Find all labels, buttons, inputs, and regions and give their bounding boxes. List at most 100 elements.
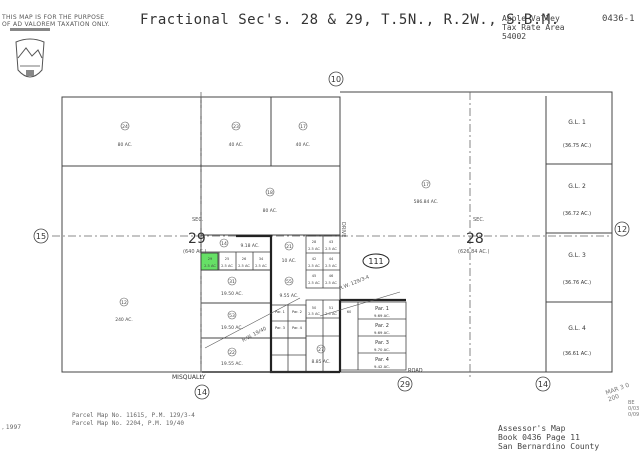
adjacent-section-bottom-mid: 29 <box>400 380 410 389</box>
parcel-18-acres: 80 AC. <box>263 208 278 214</box>
footer-line-3: San Bernardino County <box>498 442 600 451</box>
parcel-23-id: 23 <box>233 124 239 130</box>
notice-line-1: THIS MAP IS FOR THE PURPOSE <box>2 14 105 21</box>
parcel-24-acres: 80 AC. <box>118 142 133 148</box>
small-parcel-id: 46 <box>329 274 334 278</box>
small-parcel-acres: 2.5 AC <box>308 312 320 316</box>
par-2-acres: 9.69 AC. <box>374 330 390 335</box>
parcel-14-acres: 9.18 AC. <box>240 243 259 249</box>
small-parcel-acres: 2.5 AC <box>325 247 337 251</box>
small-par-3-label: Par. 3 <box>275 326 285 330</box>
assessor-footer: Assessor's Map Book 0436 Page 11 San Ber… <box>498 424 599 451</box>
section-29-number: 29 <box>188 231 206 247</box>
small-parcel-id: 26 <box>242 257 247 261</box>
parcel-17a-id: 17 <box>300 124 306 130</box>
edge-mark-1: BE <box>628 400 635 406</box>
edge-mark-3: 0/09 <box>628 412 640 418</box>
small-parcel-id: 34 <box>259 257 264 261</box>
adjacent-section-bottom-left: 14 <box>197 388 207 397</box>
parcel-53-acres: 19.50 AC. <box>221 325 243 331</box>
parcel-24-id: 24 <box>122 124 128 130</box>
parcel-12-acres: 240 AC. <box>115 317 133 323</box>
small-parcel-id: 43 <box>329 240 334 244</box>
parcel-id-circles <box>119 121 431 357</box>
row-line-2 <box>319 291 401 317</box>
bottom-road-name: MISQUALLY <box>172 374 206 381</box>
drive-label: DRIVE <box>340 222 346 237</box>
small-parcel-acres: 2.5 AC <box>255 264 267 268</box>
edge-marks: BE 0/03 0/09 <box>628 400 639 418</box>
parcel-17-acres: 586.84 AC. <box>414 199 439 205</box>
section-28-acres: (626.84 AC.) <box>458 249 489 255</box>
adjacent-section-bottom-right: 14 <box>538 380 548 389</box>
gov-lot-3-acres: (36.76 AC.) <box>563 280 591 286</box>
small-parcel-id: 50 <box>312 306 317 310</box>
bottom-road-suffix: ROAD <box>408 368 423 374</box>
notice-text: THIS MAP IS FOR THE PURPOSE OF AD VALORE… <box>2 14 110 28</box>
highlighted-parcel[interactable] <box>200 252 219 271</box>
parcel-22-id: 22 <box>229 350 235 356</box>
area-line-1: Apple Valley <box>502 14 560 23</box>
highway-shield-icon <box>362 253 390 269</box>
edge-mark-2: 0/03 <box>628 406 640 412</box>
small-parcel-id: 45 <box>312 274 317 278</box>
small-parcel-acres: 2.5 AC <box>308 264 320 268</box>
parcel-31-acres: 19.50 AC. <box>221 291 243 297</box>
notice-line-2: OF AD VALOREM TAXATION ONLY. <box>2 21 110 28</box>
gov-lot-2-label: G.L. 2 <box>568 183 586 190</box>
section-boundaries <box>61 91 613 373</box>
parcel-53-id: 53 <box>229 313 235 319</box>
section-29-acres: (640 AC.) <box>183 249 206 255</box>
gov-lot-3-label: G.L. 3 <box>568 252 586 259</box>
adjacent-section-top: 10 <box>331 75 341 84</box>
parcel-27-id: 27 <box>318 347 324 353</box>
revision-year: , 1997 <box>2 424 22 431</box>
county-seal-icon <box>10 28 50 78</box>
adjacent-section-left: 15 <box>36 232 46 241</box>
adjacent-section-markers <box>33 71 630 400</box>
parcel-14-id: 14 <box>221 241 227 247</box>
small-par-1-label: Par. 1 <box>275 310 285 314</box>
gov-lot-2-acres: (36.72 AC.) <box>563 211 591 217</box>
small-parcel-acres: 2.5 AC <box>325 264 337 268</box>
highlighted-parcel-id: 29 <box>208 257 213 261</box>
parcel-21-id: 21 <box>286 244 292 250</box>
small-parcel-acres: 2.5 AC <box>238 264 250 268</box>
parcel-map-references: Parcel Map No. 11615, P.M. 129/3-4 Parce… <box>72 412 195 428</box>
parcel-27-acres: 8.85 AC. <box>311 359 330 365</box>
par-1-acres: 9.69 AC. <box>374 313 390 318</box>
small-parcel-acres: 2.5 AC <box>325 281 337 285</box>
parcel-map-ref-2: Parcel Map No. 2204, P.M. 19/40 <box>72 420 184 427</box>
par-2-label: Par. 2 <box>375 323 389 329</box>
small-par-2-label: Par. 2 <box>292 310 302 314</box>
small-parcel-id: 51 <box>329 306 334 310</box>
small-parcel-acres: 2.5 AC <box>221 264 233 268</box>
section-29-sec-label: SEC. <box>192 217 204 223</box>
map-number: 0436-1 <box>602 14 635 24</box>
footer-line-1: Assessor's Map <box>498 424 566 433</box>
gov-lot-1-acres: (36.75 AC.) <box>563 143 591 149</box>
parcel-18-id: 18 <box>267 190 273 196</box>
parcel-55-acres: 9.55 AC. <box>279 293 298 299</box>
tax-rate-area: Apple Valley Tax Rate Area 54002 <box>502 14 565 41</box>
small-parcel-id: 60 <box>347 310 352 314</box>
parcel-31-id: 31 <box>229 279 235 285</box>
small-parcel-id: 28 <box>312 240 317 244</box>
small-parcel-acres: 2.5 AC <box>325 312 337 316</box>
adjacent-section-right: 12 <box>617 225 627 234</box>
parcel-map-ref-1: Parcel Map No. 11615, P.M. 129/3-4 <box>72 412 195 419</box>
area-line-2: Tax Rate Area <box>502 23 565 32</box>
highlighted-parcel-acres: 2.5 AC <box>204 264 216 268</box>
section-28-number: 28 <box>466 231 484 247</box>
map-title: Fractional Sec's. 28 & 29, T.5N., R.2W.,… <box>140 12 560 28</box>
gov-lot-4-acres: (36.61 AC.) <box>563 351 591 357</box>
parcel-55-id: 55 <box>286 279 292 285</box>
small-parcel-acres: 2.5 AC <box>308 247 320 251</box>
parcel-21-acres: 10 AC. <box>282 258 297 264</box>
parcel-12-id: 12 <box>121 300 127 306</box>
parcel-22-acres: 19.55 AC. <box>221 361 243 367</box>
small-parcel-id: 25 <box>225 257 230 261</box>
parcel-17-id: 17 <box>423 182 429 188</box>
small-par-4-label: Par. 4 <box>292 326 303 330</box>
